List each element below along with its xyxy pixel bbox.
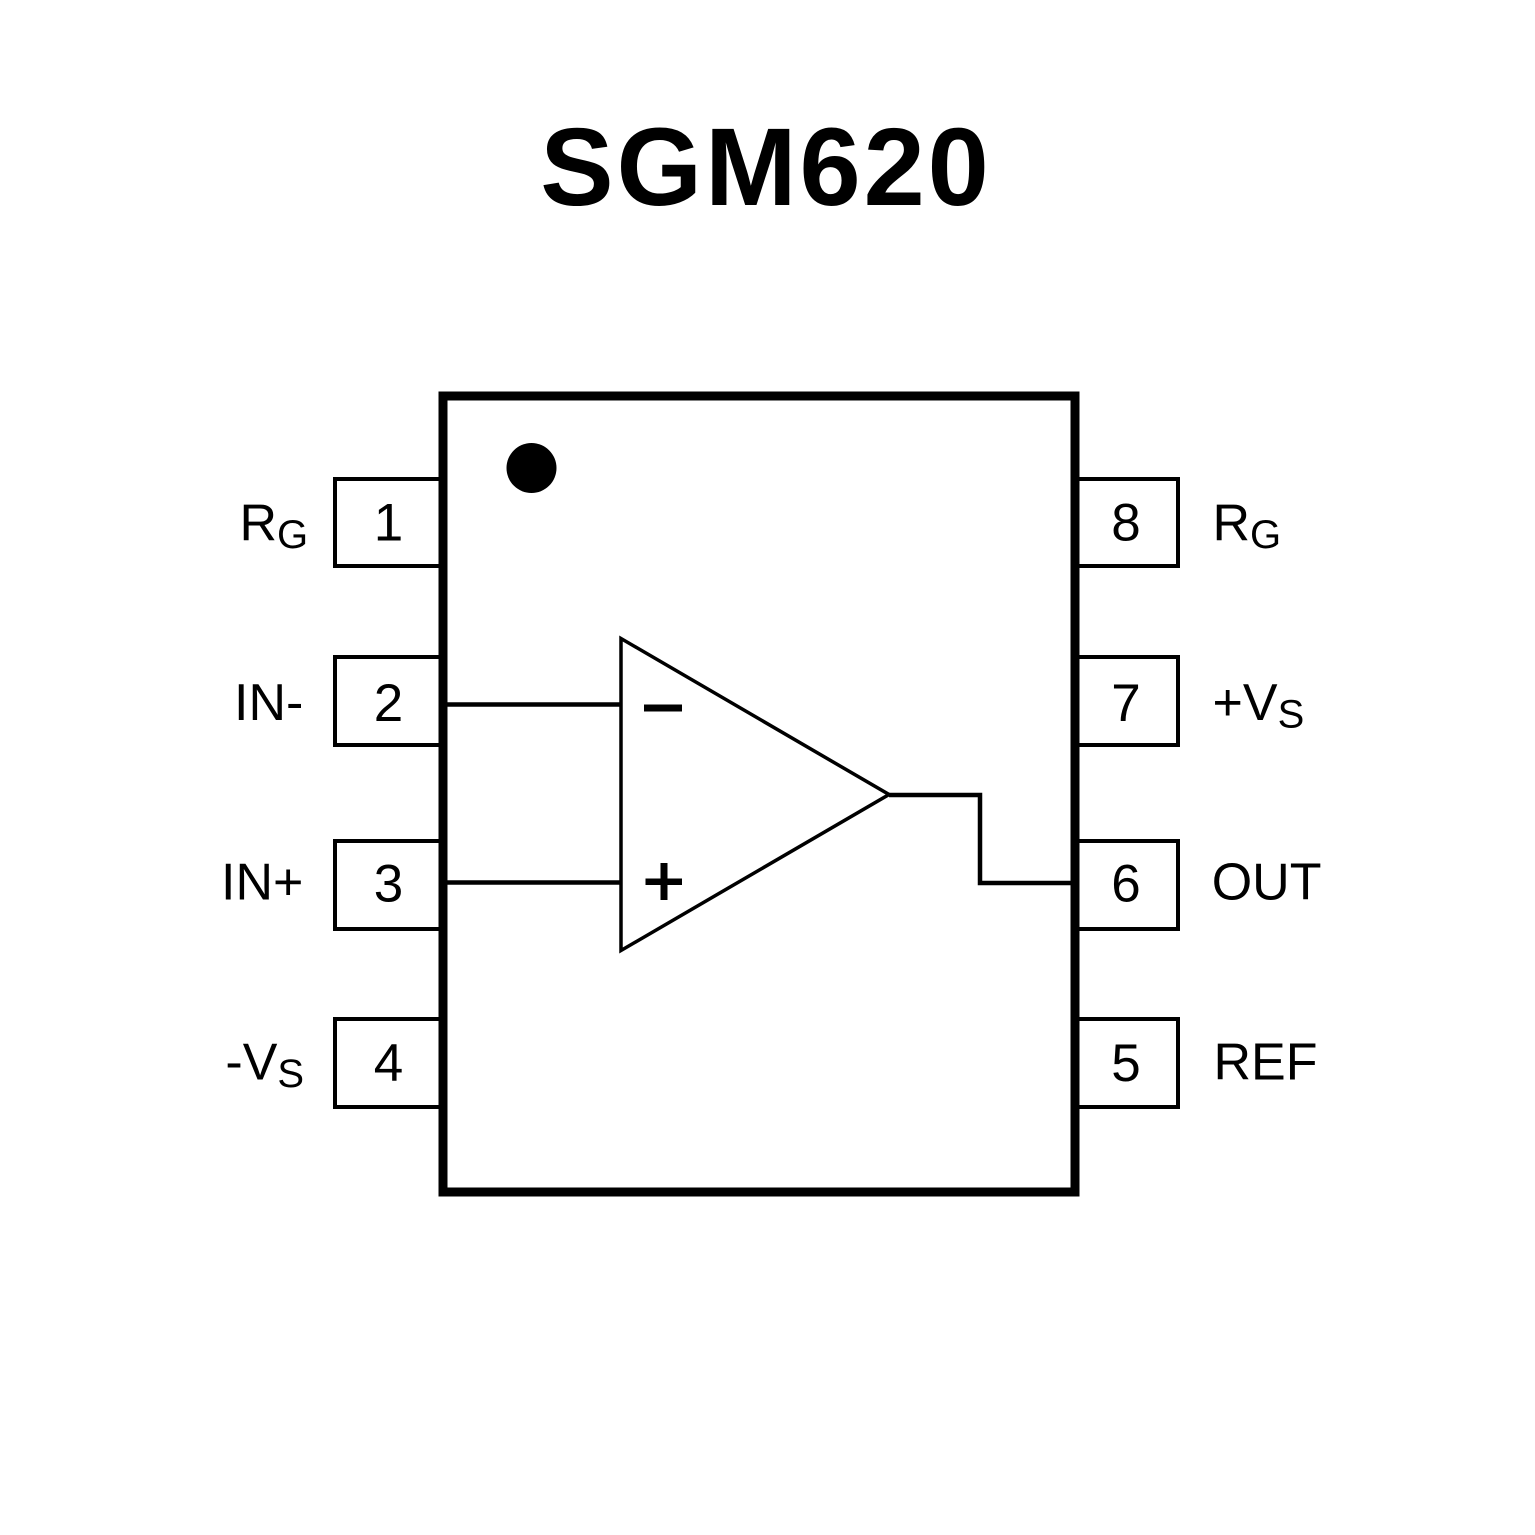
svg-text:IN-: IN- [234,674,303,732]
svg-text:R: R [1213,494,1251,552]
svg-text:R: R [240,494,278,552]
svg-text:S: S [1278,692,1305,736]
svg-text:5: 5 [1111,1034,1140,1093]
svg-text:6: 6 [1111,855,1140,914]
svg-text:8: 8 [1111,494,1140,553]
svg-text:REF: REF [1214,1034,1318,1092]
svg-text:OUT: OUT [1212,854,1322,912]
svg-text:1: 1 [374,494,403,553]
svg-text:G: G [1250,513,1281,557]
svg-text:2: 2 [374,674,403,733]
svg-text:-V: -V [225,1034,277,1092]
svg-text:4: 4 [374,1034,403,1093]
svg-text:IN+: IN+ [221,854,303,912]
svg-text:7: 7 [1111,674,1140,733]
svg-text:G: G [277,513,308,557]
svg-text:+V: +V [1213,674,1278,732]
svg-text:SGM620: SGM620 [540,106,992,229]
svg-text:3: 3 [374,855,403,914]
svg-text:S: S [277,1052,304,1096]
